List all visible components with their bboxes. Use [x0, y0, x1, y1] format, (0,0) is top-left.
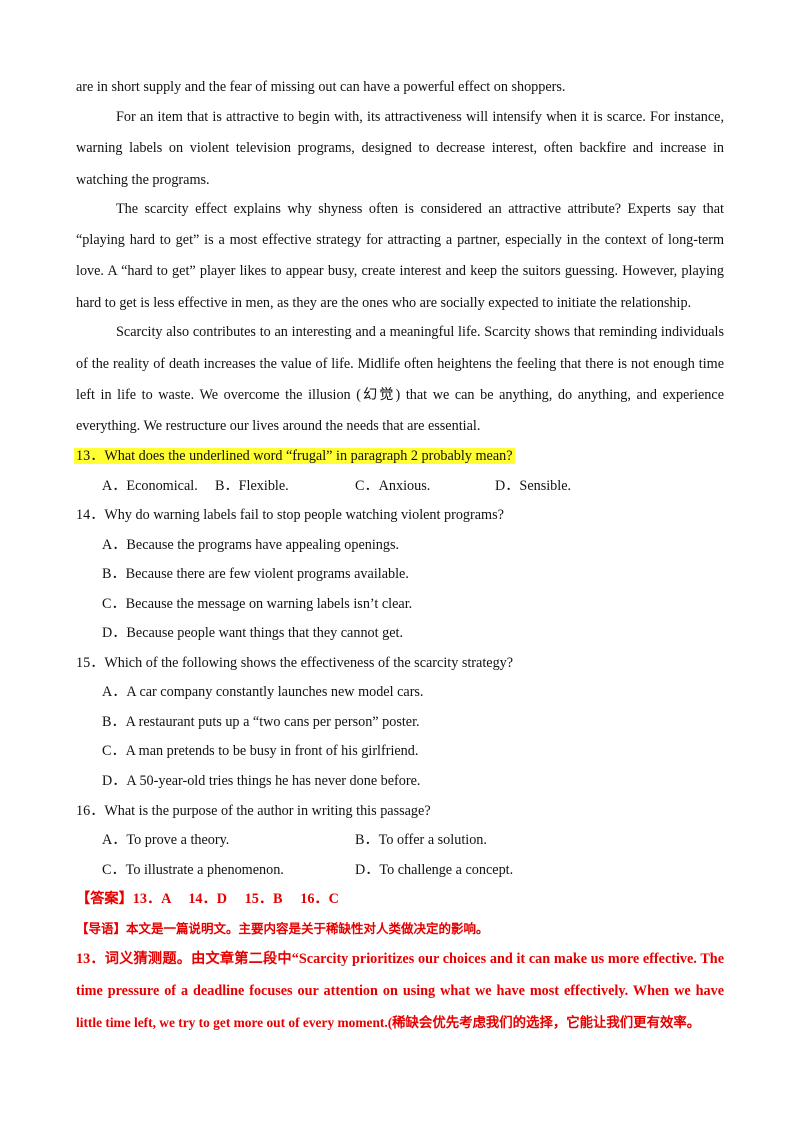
q15-option-a: A．A car company constantly launches new …	[102, 684, 424, 700]
question-15-stem: 15．Which of the following shows the effe…	[76, 655, 514, 671]
explanation-line: 13．词义猜测题。由文章第二段中“Scarcity prioritizes ou…	[76, 951, 724, 967]
question-16-stem: 16．What is the purpose of the author in …	[76, 803, 431, 819]
question-13: 13．What does the underlined word “frugal…	[74, 447, 724, 465]
q14-option-a: A．Because the programs have appealing op…	[102, 537, 400, 553]
passage-line: For an item that is attractive to begin …	[116, 109, 724, 125]
q13-option-b: B．Flexible.	[215, 478, 289, 494]
guide-text: 【导语】本文是一篇说明文。主要内容是关于稀缺性对人类做决定的影响。	[76, 921, 489, 936]
q16-option-c: C．To illustrate a phenomenon.	[102, 862, 284, 878]
q13-option-c: C．Anxious.	[355, 478, 431, 494]
passage-line: love. A “hard to get” player likes to ap…	[76, 263, 724, 279]
q15-option-c: C．A man pretends to be busy in front of …	[102, 743, 419, 759]
q14-option-b: B．Because there are few violent programs…	[102, 566, 409, 582]
passage-line: everything. We restructure our lives aro…	[76, 418, 481, 434]
q15-option-d: D．A 50-year-old tries things he has neve…	[102, 773, 421, 789]
q16-option-a: A．To prove a theory.	[102, 832, 230, 848]
question-14-stem: 14．Why do warning labels fail to stop pe…	[76, 507, 504, 523]
answer-key: 【答案】13．A 14．D 15．B 16．C	[76, 891, 339, 907]
q15-option-b: B．A restaurant puts up a “two cans per p…	[102, 714, 420, 730]
passage-line: are in short supply and the fear of miss…	[76, 79, 566, 95]
q16-option-b: B．To offer a solution.	[355, 832, 487, 848]
passage-line: hard to get is less effective in men, as…	[76, 295, 692, 311]
q13-option-d: D．Sensible.	[495, 478, 572, 494]
q14-option-d: D．Because people want things that they c…	[102, 625, 404, 641]
explanation-line: time pressure of a deadline focuses our …	[76, 983, 724, 999]
explanation-line: little time left, we try to get more out…	[76, 1015, 701, 1030]
q13-option-a: A．Economical.	[102, 478, 198, 494]
passage-line: left in life to waste. We overcome the i…	[76, 387, 724, 403]
passage-line: warning labels on violent television pro…	[76, 140, 724, 156]
passage-line: Scarcity also contributes to an interest…	[116, 324, 724, 340]
q16-option-d: D．To challenge a concept.	[355, 862, 514, 878]
question-13-stem: 13．What does the underlined word “frugal…	[74, 448, 515, 464]
passage-line: The scarcity effect explains why shyness…	[116, 201, 724, 217]
passage-line: watching the programs.	[76, 172, 210, 188]
passage-line: of the reality of death increases the va…	[76, 356, 724, 372]
q14-option-c: C．Because the message on warning labels …	[102, 596, 413, 612]
passage-line: “playing hard to get” is a most effectiv…	[76, 232, 724, 248]
